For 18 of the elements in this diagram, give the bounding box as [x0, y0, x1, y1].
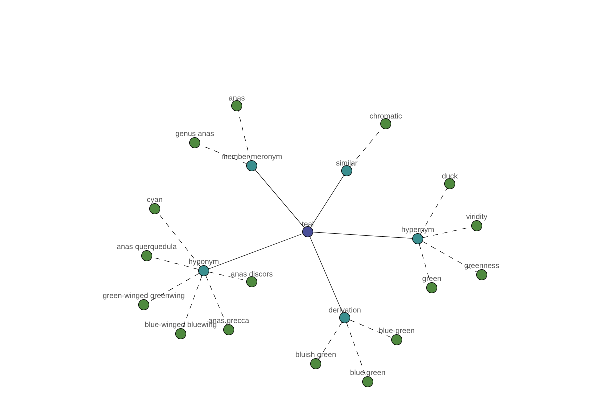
connector-line [310, 175, 344, 228]
connector-line [350, 320, 392, 338]
connector-line [419, 244, 431, 283]
connector-line [206, 276, 228, 326]
connector-line [350, 128, 383, 168]
connector-line [148, 273, 200, 303]
connector-line [158, 213, 201, 267]
connector-line [208, 234, 304, 270]
connector-line [238, 111, 251, 161]
connector-line [313, 232, 413, 239]
connector-line [182, 276, 202, 330]
connector-line [255, 170, 305, 228]
connector-line [318, 322, 342, 360]
connector-line [420, 188, 448, 234]
connector-line [346, 322, 366, 378]
connector-line [310, 236, 344, 314]
connector-line [200, 144, 248, 164]
connector-line [422, 241, 478, 273]
